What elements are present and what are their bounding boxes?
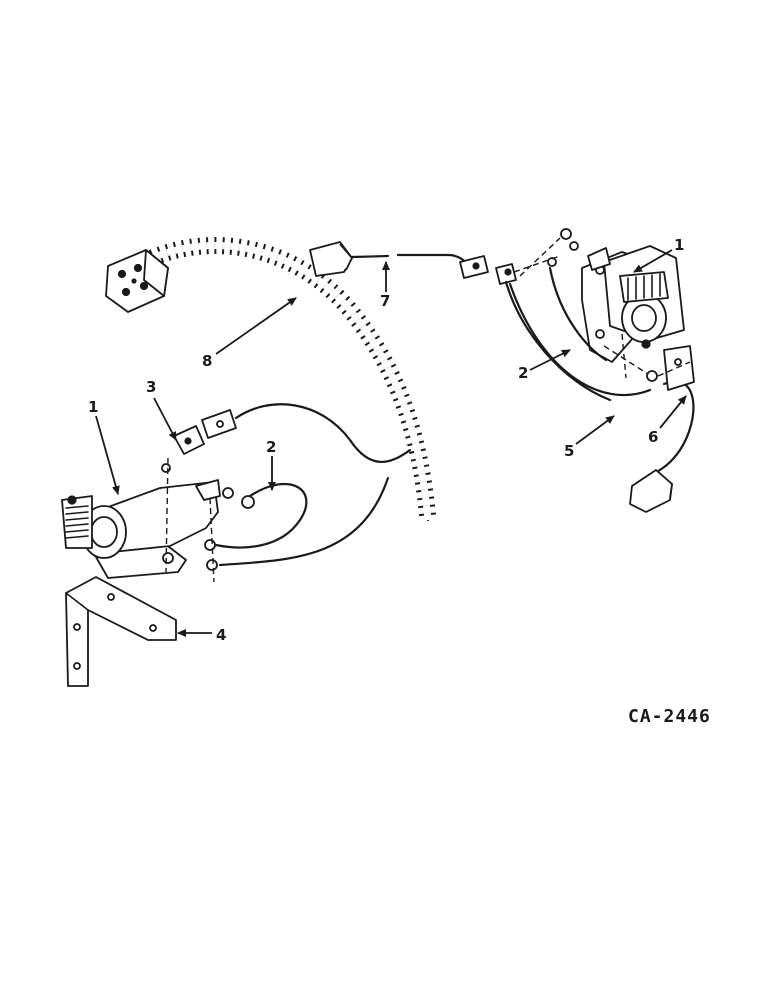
right-socket [581,245,685,363]
mounting-bracket [65,576,177,687]
clip [161,409,237,473]
callout-7: 7 [380,292,390,310]
callout-1-left: 1 [88,398,98,416]
braided-cable [148,236,438,522]
drawing-reference: CA-2446 [628,706,711,727]
left-wires [165,403,412,583]
callout-4: 4 [216,626,226,644]
right-boot [629,469,673,513]
cable-7 [309,241,489,279]
leaders [95,249,687,637]
callout-1-right: 1 [674,236,684,254]
callout-6: 6 [648,428,658,446]
cable-plug [105,249,169,313]
callout-8: 8 [202,352,212,370]
callout-2-left: 2 [266,438,276,456]
left-ground-wire [204,483,308,571]
callout-5: 5 [564,442,574,460]
callout-3: 3 [146,378,156,396]
right-terminals [495,228,649,379]
clamp [646,345,695,391]
callout-2-right: 2 [518,364,528,382]
left-socket [61,479,221,579]
